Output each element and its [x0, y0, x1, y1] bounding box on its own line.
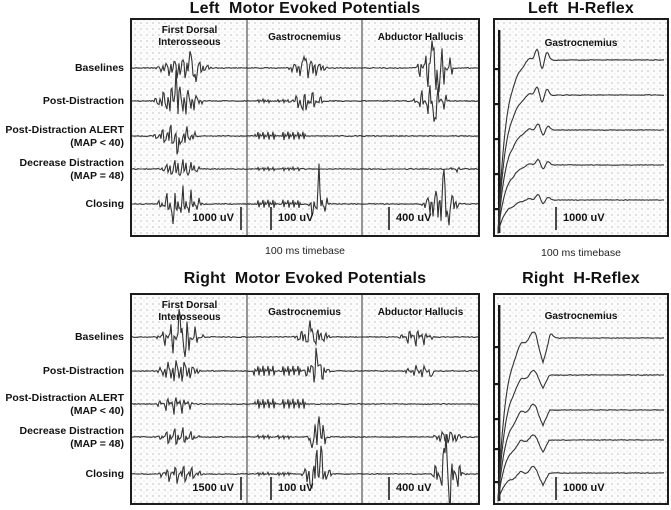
scale-h-reflex: 1000 uV	[555, 205, 611, 231]
scale-bar	[388, 476, 390, 500]
row-label-post-distraction: Post-Distraction	[42, 365, 124, 377]
trace-start-tick	[495, 68, 498, 71]
stimulus-artifact-line	[498, 305, 501, 501]
row-label-closing: Closing	[85, 468, 125, 480]
stimulus-artifact-line	[498, 30, 501, 233]
scale-bar	[388, 206, 390, 230]
waveform-trace	[132, 416, 478, 449]
scale-fdi: 1000 uV	[142, 205, 242, 231]
timebase-caption: 100 ms timebase	[265, 245, 345, 257]
waveform-trace	[132, 159, 478, 177]
scale-gastrocnemius: 100 uV	[270, 475, 319, 501]
trace-start-tick	[495, 383, 498, 386]
trace-start-tick	[495, 103, 498, 106]
column-divider	[246, 295, 248, 503]
waveform-trace	[132, 309, 478, 358]
right-h-panel: Gastrocnemius 1000 uV	[493, 293, 669, 505]
waveform-trace	[497, 369, 665, 501]
waveform-trace	[497, 48, 665, 234]
scale-abductor-hallucis: 400 uV	[388, 205, 437, 231]
right-mep-title: Right Motor Evoked Potentials	[183, 270, 427, 287]
left-mep-traces	[132, 40, 478, 226]
column-header-gastrocnemius: Gastrocnemius	[544, 38, 618, 49]
scale-bar	[240, 206, 242, 230]
waveform-trace	[497, 158, 665, 234]
trace-start-tick	[495, 208, 498, 211]
right-mep-panel: First Dorsal Interosseous Gastrocnemius …	[130, 293, 480, 505]
row-label-post-distraction-alert: Post-Distraction ALERT(MAP < 40)	[5, 392, 124, 417]
row-label-post-distraction-alert: Post-Distraction ALERT(MAP < 40)	[5, 124, 124, 149]
trace-start-tick	[495, 173, 498, 176]
column-header-fdi: First Dorsal Interosseous	[158, 300, 221, 323]
column-header-abductor-hallucis: Abductor Hallucis	[377, 307, 464, 318]
trace-start-tick	[495, 481, 498, 484]
timebase-caption: 100 ms timebase	[541, 247, 621, 259]
waveform-trace	[132, 163, 478, 226]
column-header-abductor-hallucis: Abductor Hallucis	[377, 32, 464, 43]
waveform-trace	[132, 124, 478, 155]
scale-gastrocnemius: 100 uV	[270, 205, 319, 231]
row-label-decrease-distraction: Decrease Distraction(MAP = 48)	[19, 157, 124, 182]
scale-bar	[555, 476, 557, 500]
column-divider	[246, 20, 248, 235]
column-header-gastrocnemius: Gastrocnemius	[268, 32, 341, 43]
scale-abductor-hallucis: 400 uV	[388, 475, 437, 501]
scale-fdi: 1500 uV	[142, 475, 242, 501]
right-h-traces	[495, 305, 665, 502]
waveform-trace	[497, 465, 664, 502]
waveform-trace	[132, 433, 478, 503]
waveform-trace	[132, 397, 478, 415]
left-mep-panel: First Dorsal Interosseous Gastrocnemius …	[130, 18, 480, 237]
column-header-fdi: First Dorsal Interosseous	[158, 25, 221, 48]
waveform-trace	[497, 193, 665, 234]
scale-bar	[270, 476, 272, 500]
waveform-trace	[132, 40, 478, 93]
waveform-trace	[497, 331, 665, 502]
row-label-closing: Closing	[85, 198, 125, 210]
right-h-title: Right H-Reflex	[522, 270, 640, 287]
column-header-gastrocnemius: Gastrocnemius	[544, 311, 618, 322]
row-label-decrease-distraction: Decrease Distraction(MAP = 48)	[19, 425, 124, 450]
waveform-trace	[132, 70, 478, 122]
scale-bar	[270, 206, 272, 230]
waveform-trace	[497, 403, 665, 502]
trace-start-tick	[495, 418, 498, 421]
waveform-trace	[497, 86, 664, 234]
row-label-post-distraction: Post-Distraction	[42, 95, 124, 107]
right-mep-traces	[132, 309, 478, 503]
trace-start-tick	[495, 346, 498, 349]
column-divider	[361, 295, 363, 503]
waveform-trace	[132, 347, 478, 383]
waveform-trace	[497, 434, 665, 501]
left-h-panel: Gastrocnemius 1000 uV	[493, 18, 669, 237]
trace-start-tick	[495, 448, 498, 451]
row-label-baselines: Baselines	[74, 62, 124, 74]
left-mep-title: Left Motor Evoked Potentials	[189, 0, 421, 17]
scale-bar	[555, 206, 557, 230]
scale-bar	[240, 476, 242, 500]
column-divider	[361, 20, 363, 235]
left-h-traces	[495, 30, 665, 234]
waveform-trace	[497, 123, 665, 234]
left-h-title: Left H-Reflex	[528, 0, 634, 17]
row-label-baselines: Baselines	[74, 331, 124, 343]
column-header-gastrocnemius: Gastrocnemius	[268, 307, 341, 318]
trace-start-tick	[495, 138, 498, 141]
scale-h-reflex: 1000 uV	[555, 475, 611, 501]
